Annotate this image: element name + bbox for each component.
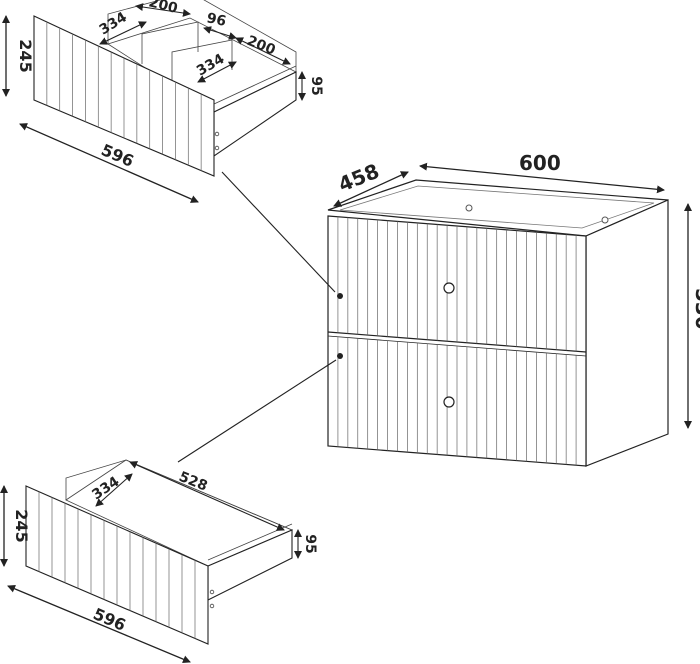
cabinet [327, 179, 669, 467]
bottom-drawer-inner-height-label: 95 [302, 534, 318, 553]
top-drawer-inner-height-label: 95 [308, 76, 324, 95]
knob-icon [443, 282, 455, 294]
cabinet-width-label: 600 [519, 151, 561, 175]
bottom-drawer: 245 596 334 528 95 [0, 459, 318, 663]
reference-dot [337, 353, 343, 359]
bottom-drawer-height-label: 245 [12, 509, 31, 542]
top-drawer-height-label: 245 [16, 39, 35, 72]
reference-dot [337, 293, 343, 299]
top-drawer-mid-label: 96 [205, 10, 227, 30]
top-drawer-left-depth-label: 334 [97, 9, 130, 38]
leader-line-bottom [177, 359, 337, 463]
bottom-drawer-front-width-label: 596 [90, 604, 128, 635]
cabinet-side [585, 199, 669, 467]
knob-icon [443, 396, 455, 408]
top-drawer: 245 596 334 200 96 200 334 95 [2, 0, 324, 203]
leader-line-top [221, 171, 336, 293]
cabinet-height-label: 530 [691, 288, 700, 330]
cabinet-depth-label: 458 [335, 159, 383, 197]
cabinet-fluting [337, 216, 577, 466]
top-drawer-left-top-label: 200 [147, 0, 179, 17]
